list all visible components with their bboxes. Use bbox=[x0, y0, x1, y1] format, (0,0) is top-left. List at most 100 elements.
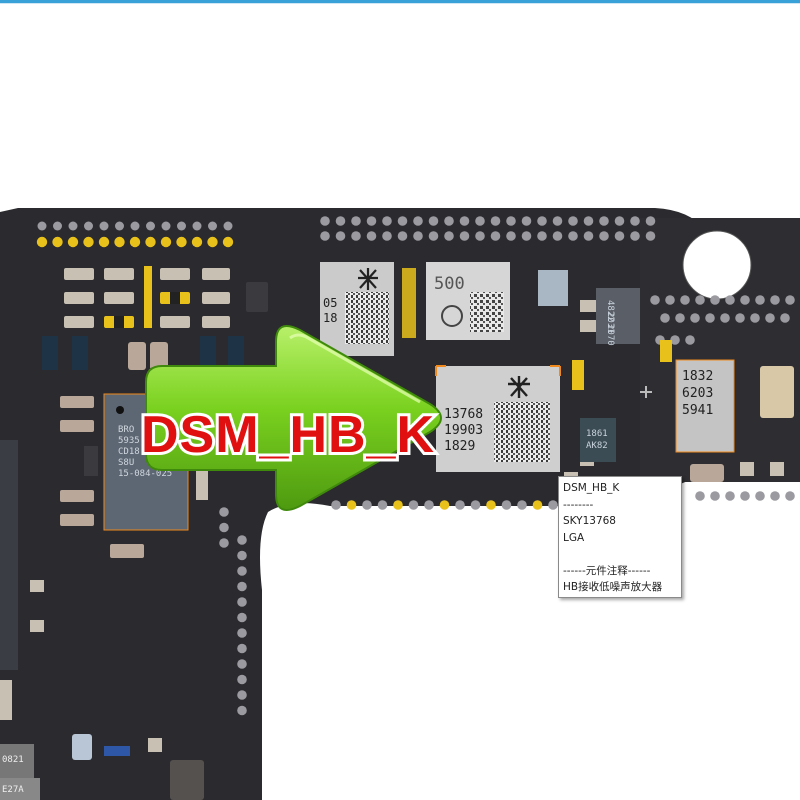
via bbox=[614, 231, 625, 241]
via bbox=[237, 674, 247, 685]
chip-marking-line: 4822 bbox=[605, 300, 615, 322]
pad-yellow bbox=[98, 236, 110, 248]
via bbox=[532, 500, 543, 510]
via bbox=[424, 500, 434, 510]
via bbox=[770, 295, 780, 305]
via-gray bbox=[177, 221, 186, 231]
via bbox=[490, 216, 501, 226]
via bbox=[685, 335, 695, 345]
via bbox=[320, 231, 330, 241]
via bbox=[630, 231, 640, 241]
via bbox=[335, 231, 346, 241]
chip-marking-line: 15-084-025 bbox=[118, 469, 172, 479]
via bbox=[740, 295, 750, 305]
via bbox=[735, 313, 745, 323]
chip-500 bbox=[426, 262, 510, 340]
via bbox=[537, 216, 547, 226]
via bbox=[552, 216, 563, 226]
via bbox=[695, 491, 705, 501]
chip-marking-line: 2031 bbox=[605, 312, 615, 334]
chip-e27a bbox=[0, 778, 40, 800]
chip-marking-line: S8U bbox=[118, 458, 134, 468]
tooltip-package: LGA bbox=[563, 531, 585, 544]
via bbox=[428, 216, 439, 226]
via bbox=[237, 566, 247, 576]
via-gray bbox=[192, 221, 202, 231]
via-gray bbox=[146, 221, 155, 231]
via bbox=[335, 216, 346, 226]
via bbox=[382, 231, 392, 241]
via bbox=[237, 628, 247, 638]
chip-0821 bbox=[0, 744, 34, 780]
via bbox=[785, 295, 795, 305]
via bbox=[583, 231, 594, 241]
pad-yellow bbox=[176, 236, 187, 248]
via bbox=[237, 550, 247, 561]
via bbox=[413, 216, 423, 226]
pad-yellow bbox=[207, 236, 218, 248]
chip-marking-line: AK82 bbox=[586, 441, 608, 451]
via bbox=[548, 500, 558, 510]
tooltip-blank-line bbox=[563, 546, 677, 563]
via bbox=[366, 231, 377, 241]
via bbox=[237, 690, 247, 700]
window-top-border bbox=[0, 0, 800, 3]
via bbox=[599, 231, 609, 241]
tooltip-part-number: SKY13768 bbox=[563, 515, 616, 527]
mounting-hole bbox=[683, 231, 751, 299]
chip-marking-line: 19903 bbox=[444, 423, 483, 438]
via bbox=[675, 313, 685, 323]
via bbox=[486, 500, 496, 510]
via-gray bbox=[37, 221, 47, 231]
via bbox=[645, 231, 656, 241]
via bbox=[470, 500, 481, 510]
via bbox=[755, 491, 765, 501]
tooltip-component-name: DSM_HB_K bbox=[563, 482, 620, 494]
via bbox=[583, 216, 594, 226]
chip-marking-line: BRO bbox=[118, 425, 134, 435]
via-gray bbox=[208, 221, 217, 231]
chip-marking-line: CD18 bbox=[118, 447, 140, 457]
pad-yellow bbox=[36, 236, 48, 248]
via bbox=[219, 522, 229, 533]
chip-marking-line: 0821 bbox=[2, 755, 24, 765]
via bbox=[351, 216, 361, 226]
via-gray bbox=[84, 221, 93, 231]
chip-marking-line: 18 bbox=[323, 311, 337, 325]
chip-marking-line: 1832 bbox=[682, 369, 713, 384]
via bbox=[725, 295, 735, 305]
via-gray bbox=[53, 221, 62, 231]
via bbox=[362, 500, 372, 510]
plus-marker bbox=[640, 386, 652, 398]
via bbox=[351, 231, 361, 241]
via bbox=[521, 216, 532, 226]
via bbox=[455, 500, 465, 510]
via bbox=[780, 313, 790, 323]
via bbox=[665, 295, 675, 305]
pad-yellow bbox=[67, 236, 79, 248]
via bbox=[490, 231, 501, 241]
via bbox=[237, 581, 247, 592]
tooltip-separator: -------- bbox=[563, 498, 594, 511]
chip-marking-line: 2070 bbox=[605, 324, 615, 346]
via-gray bbox=[223, 221, 233, 231]
tooltip-note: HB接收低噪声放大器 bbox=[563, 581, 663, 593]
via bbox=[506, 231, 516, 241]
svg-text:DSM_HB_K: DSM_HB_K bbox=[141, 406, 435, 464]
via bbox=[397, 231, 408, 241]
via bbox=[568, 231, 578, 241]
via bbox=[237, 659, 247, 669]
via bbox=[710, 295, 720, 305]
via-gray bbox=[68, 221, 78, 231]
pad-yellow bbox=[52, 236, 63, 248]
via bbox=[237, 597, 247, 607]
chip-sky13768[interactable] bbox=[435, 365, 561, 472]
chip-dark-small bbox=[580, 418, 616, 462]
via bbox=[521, 231, 532, 241]
via bbox=[444, 216, 454, 226]
